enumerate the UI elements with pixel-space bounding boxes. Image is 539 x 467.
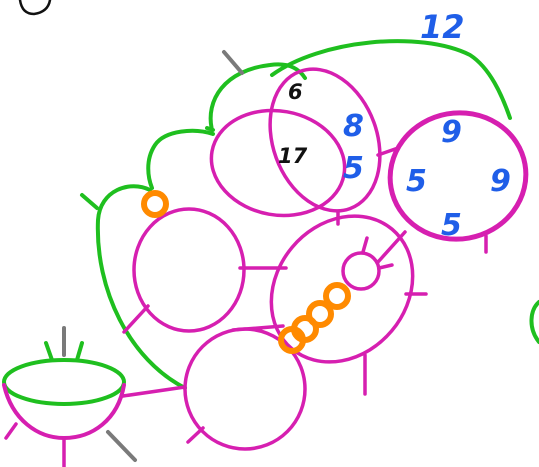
green-arc-upper [208, 62, 307, 132]
label-right-circle-right: 9 [490, 164, 511, 199]
label-right-circle-bottom: 5 [441, 208, 462, 243]
orange-ring-3 [306, 300, 334, 328]
orange-ring-2 [323, 282, 351, 310]
right-circle [387, 110, 529, 242]
connector-middle-to-bottom [231, 324, 285, 332]
green-spike-bowl-1 [44, 341, 54, 362]
label-right-circle-left: 5 [406, 164, 427, 199]
bowl-spike-left [4, 422, 18, 440]
left-ellipse [132, 207, 246, 333]
bowl-rim [2, 358, 126, 406]
orange-ring-1 [141, 190, 169, 218]
connector-bowl-to-bottom [121, 385, 187, 398]
green-arc-mid [146, 128, 215, 190]
bowl-body [2, 383, 126, 440]
gray-spike-top [222, 50, 244, 75]
green-spike-upper-1 [205, 126, 215, 132]
label-upper-overlap-top: 6 [288, 80, 303, 104]
label-upper-overlap-bottom: 17 [278, 144, 308, 168]
connector-middle-to-right [376, 230, 407, 264]
left-ellipse-spike [122, 304, 150, 334]
orange-ring-5 [278, 326, 306, 354]
small-circle-spike-top [361, 236, 369, 254]
green-arc-12 [270, 39, 512, 120]
green-right-edge-arc [529, 300, 539, 344]
upper-right-ellipse [268, 67, 382, 213]
corner-circle-fragment [18, 0, 52, 16]
label-upper-right-part-bottom: 5 [343, 151, 364, 186]
label-right-circle-top: 9 [441, 115, 462, 150]
label-upper-right-part-top: 8 [343, 109, 364, 144]
connector-upper-to-right [376, 146, 400, 157]
green-spike-left-1 [80, 193, 99, 210]
green-arc-left [95, 184, 187, 390]
small-circle-spike-right [377, 263, 394, 270]
label-top-arc: 12 [420, 8, 465, 46]
upper-left-ellipse [209, 108, 347, 218]
small-circle [341, 251, 381, 291]
gray-spike-bowl-bottom [106, 430, 137, 462]
bottom-circle-spike [186, 426, 205, 444]
green-spike-bowl-2 [75, 341, 84, 362]
